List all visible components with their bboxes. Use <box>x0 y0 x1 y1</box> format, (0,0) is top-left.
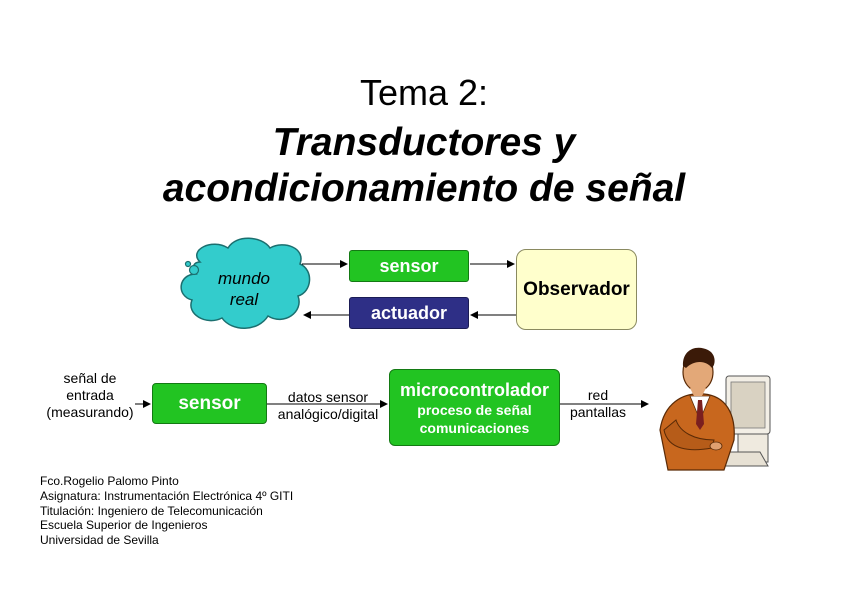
link-label-line-1: datos sensor <box>268 389 388 406</box>
input-label-line-1: señal de <box>36 370 144 387</box>
input-label: señal de entrada (measurando) <box>36 370 144 421</box>
micro-line-3: comunicaciones <box>420 419 530 437</box>
footer-subject: Asignatura: Instrumentación Electrónica … <box>40 489 293 504</box>
footer-author: Fco.Rogelio Palomo Pinto <box>40 474 293 489</box>
sensor-box-bottom: sensor <box>152 383 267 424</box>
footer-university: Universidad de Sevilla <box>40 533 293 548</box>
micro-line-2: proceso de señal <box>417 401 531 419</box>
footer-school: Escuela Superior de Ingenieros <box>40 518 293 533</box>
output-label: red pantallas <box>558 387 638 421</box>
observador-box: Observador <box>516 249 637 330</box>
link-label-line-2: analógico/digital <box>268 406 388 423</box>
actuador-box: actuador <box>349 297 469 329</box>
cloud-label-mundo: mundo <box>204 268 284 289</box>
input-label-line-2: entrada <box>36 387 144 404</box>
input-label-line-3: (measurando) <box>36 404 144 421</box>
cloud-label-real: real <box>204 289 284 310</box>
microcontrolador-box: microcontrolador proceso de señal comuni… <box>389 369 560 446</box>
person-at-computer-clipart <box>660 348 770 470</box>
output-label-line-1: red <box>558 387 638 404</box>
link-label: datos sensor analógico/digital <box>268 389 388 423</box>
micro-title: microcontrolador <box>400 379 549 401</box>
footer-credits: Fco.Rogelio Palomo Pinto Asignatura: Ins… <box>40 474 293 548</box>
cloud-label: mundo real <box>204 268 284 310</box>
output-label-line-2: pantallas <box>558 404 638 421</box>
footer-degree: Titulación: Ingeniero de Telecomunicació… <box>40 504 293 519</box>
sensor-box-top: sensor <box>349 250 469 282</box>
